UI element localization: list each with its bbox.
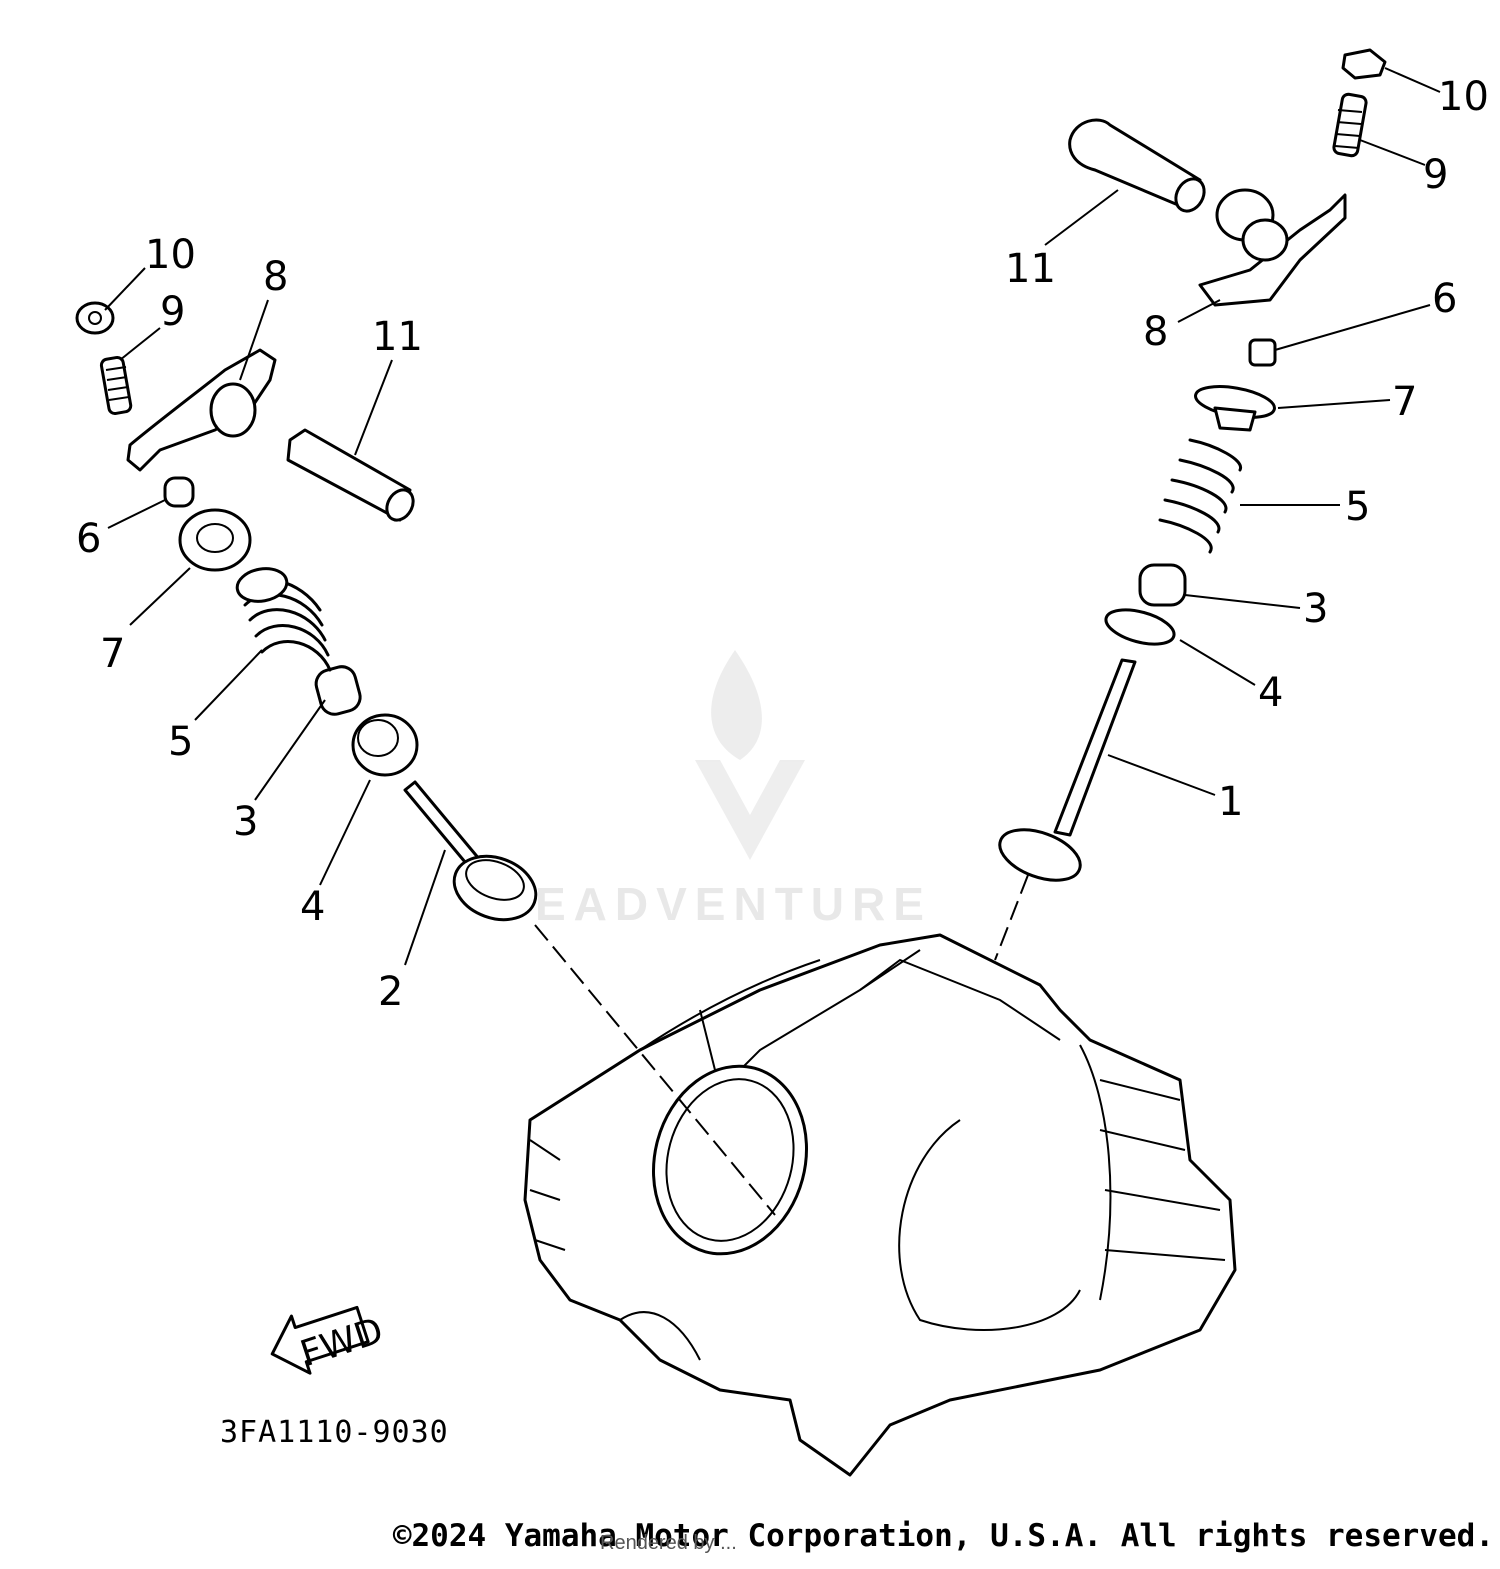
left-locknut (75, 301, 115, 335)
callout-right-7: 7 (1392, 379, 1417, 425)
right-valve-cap (1248, 338, 1277, 367)
fwd-label: FWD (296, 1310, 389, 1375)
left-valve-cap (163, 476, 195, 508)
callout-right-6: 6 (1432, 276, 1457, 322)
left-valve (403, 780, 538, 922)
callout-right-5: 5 (1345, 484, 1370, 530)
callout-right-8: 8 (1143, 309, 1168, 355)
fwd-arrow-icon (270, 1305, 370, 1375)
diagram-code: 3FA1110-9030 (220, 1415, 449, 1450)
right-locknut (1341, 48, 1387, 80)
callout-left-9: 9 (160, 289, 185, 335)
callout-left-3: 3 (233, 799, 258, 845)
right-leaders (1044, 67, 1441, 796)
callout-left-6: 6 (76, 516, 101, 562)
watermark-logo (695, 650, 805, 860)
left-valve-seal (314, 665, 362, 716)
left-adjust-screw (99, 355, 133, 416)
right-rocker-arm (1198, 188, 1347, 307)
callout-left-11: 11 (372, 314, 423, 360)
callout-left-4: 4 (300, 884, 325, 930)
callout-left-7: 7 (100, 631, 125, 677)
right-adjust-screw (1332, 92, 1368, 158)
left-rocker-arm (126, 348, 277, 472)
left-leaders (104, 267, 446, 966)
callout-left-5: 5 (168, 719, 193, 765)
callout-left-10: 10 (145, 232, 196, 278)
left-rocker-shaft (286, 428, 415, 522)
callout-right-10: 10 (1438, 74, 1489, 120)
callout-right-3: 3 (1303, 586, 1328, 632)
cylinder-head (523, 933, 1237, 1477)
rendered-by-text: Rendered by ... (600, 1532, 737, 1554)
callout-left-2: 2 (378, 969, 403, 1015)
copyright-notice: ©2024 Yamaha Motor Corporation, U.S.A. A… (392, 1518, 1494, 1554)
left-valve-spring (235, 567, 332, 672)
callout-left-8: 8 (263, 254, 288, 300)
right-valve-retainer (1194, 385, 1276, 432)
callout-right-4: 4 (1258, 670, 1283, 716)
callout-right-11: 11 (1005, 246, 1056, 292)
right-spring-seat (1104, 608, 1176, 646)
callout-right-9: 9 (1423, 152, 1448, 198)
left-spring-seat (351, 713, 419, 777)
left-valve-retainer (178, 508, 252, 572)
right-rocker-shaft (1068, 118, 1206, 213)
right-valve-spring (1158, 438, 1242, 554)
right-valve-seal (1138, 563, 1187, 607)
watermark-text: EADVENTURE (535, 878, 932, 930)
right-valve (998, 658, 1137, 882)
callout-right-1: 1 (1218, 779, 1243, 825)
